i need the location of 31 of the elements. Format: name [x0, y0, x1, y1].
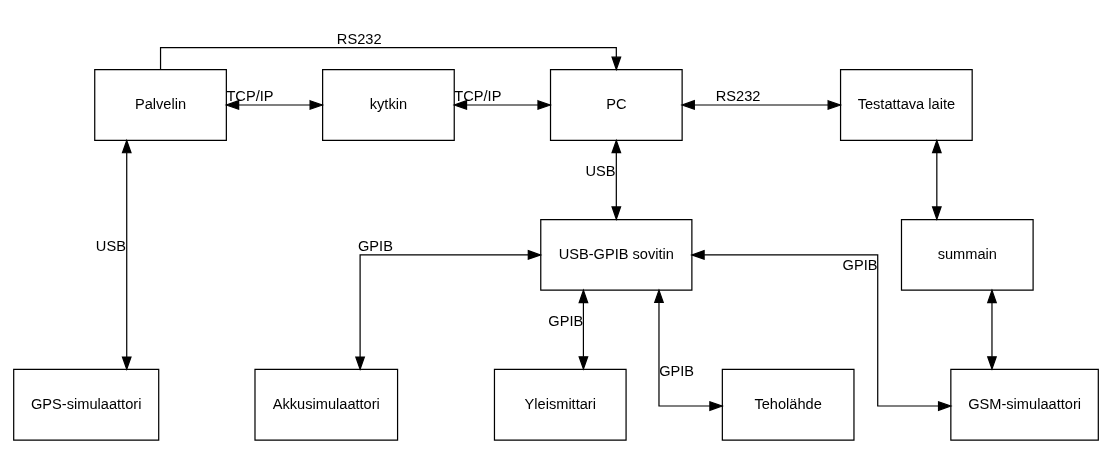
arrow	[578, 288, 589, 371]
node-box: Akkusimulaattori	[254, 368, 399, 441]
node-box: summain	[900, 218, 1034, 291]
node-box: Testattava laite	[839, 68, 973, 141]
node-box: Yleismittari	[493, 368, 627, 441]
edge-label: GPIB	[548, 312, 584, 329]
edge-label: GPIB	[842, 256, 878, 273]
arrow	[986, 288, 998, 371]
arrow	[355, 249, 543, 371]
arrow	[611, 138, 622, 221]
arrow	[159, 46, 622, 71]
arrow	[452, 99, 552, 110]
node-box: PC	[549, 68, 683, 141]
node-box: GSM-simulaattori	[950, 368, 1099, 441]
edge-label: USB	[95, 237, 126, 254]
node-box: kytkin	[322, 68, 455, 141]
node-box: GPS-simulaattori	[13, 368, 160, 441]
arrow	[931, 138, 942, 221]
arrow	[690, 249, 953, 411]
arrow	[653, 287, 724, 411]
edge-label: GPIB	[659, 362, 695, 379]
arrow	[121, 138, 132, 371]
arrow	[224, 99, 325, 110]
node-box: Teholähde	[721, 368, 855, 441]
edge-label: GPIB	[357, 237, 393, 254]
edge-label: RS232	[336, 30, 382, 47]
edge-label: USB	[585, 162, 616, 179]
edge-label: RS232	[715, 87, 761, 104]
node-box: Palvelin	[94, 68, 227, 141]
node-box: USB-GPIB sovitin	[540, 218, 693, 291]
arrow	[680, 99, 843, 110]
